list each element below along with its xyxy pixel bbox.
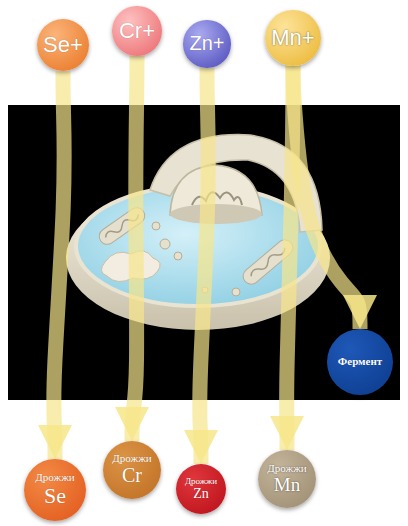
node-label: Cr+ [119,19,155,43]
node-label: Zn+ [189,33,224,55]
node-label: Zn [193,486,209,501]
yeast-circle: ДрожжиMn [258,450,316,508]
node-label: Se+ [43,33,83,57]
nucleus-base [170,204,262,224]
node-caption: Дрожжи [112,453,151,465]
yeast-circle: ДрожжиZn [176,464,226,514]
flow-arrow [54,71,64,459]
node-label: Se [44,484,66,508]
yeast-circle: ДрожжиSe [24,459,86,521]
node-label: Фермент [338,356,382,368]
yeast-circle: ДрожжиCr [103,441,161,499]
flow-arrow [293,66,360,329]
ion-circle: Zn+ [183,20,230,67]
node-label: Cr [122,465,142,487]
chromatin [192,192,242,205]
node-caption: Дрожжи [35,472,74,484]
node-label: Mn+ [271,26,314,50]
node-caption: Дрожжи [267,463,306,475]
vesicles [152,222,240,296]
mitochondria [96,205,296,288]
flow-arrow [132,56,137,441]
node-label: Mn [274,475,300,496]
ion-circle: Cr+ [112,6,161,55]
flow-arrow [200,68,209,464]
enzyme-circle: Фермент [327,329,393,395]
ion-circle: Se+ [37,19,89,71]
node-caption: Дрожжи [185,477,217,487]
ion-circle: Mn+ [265,10,320,65]
